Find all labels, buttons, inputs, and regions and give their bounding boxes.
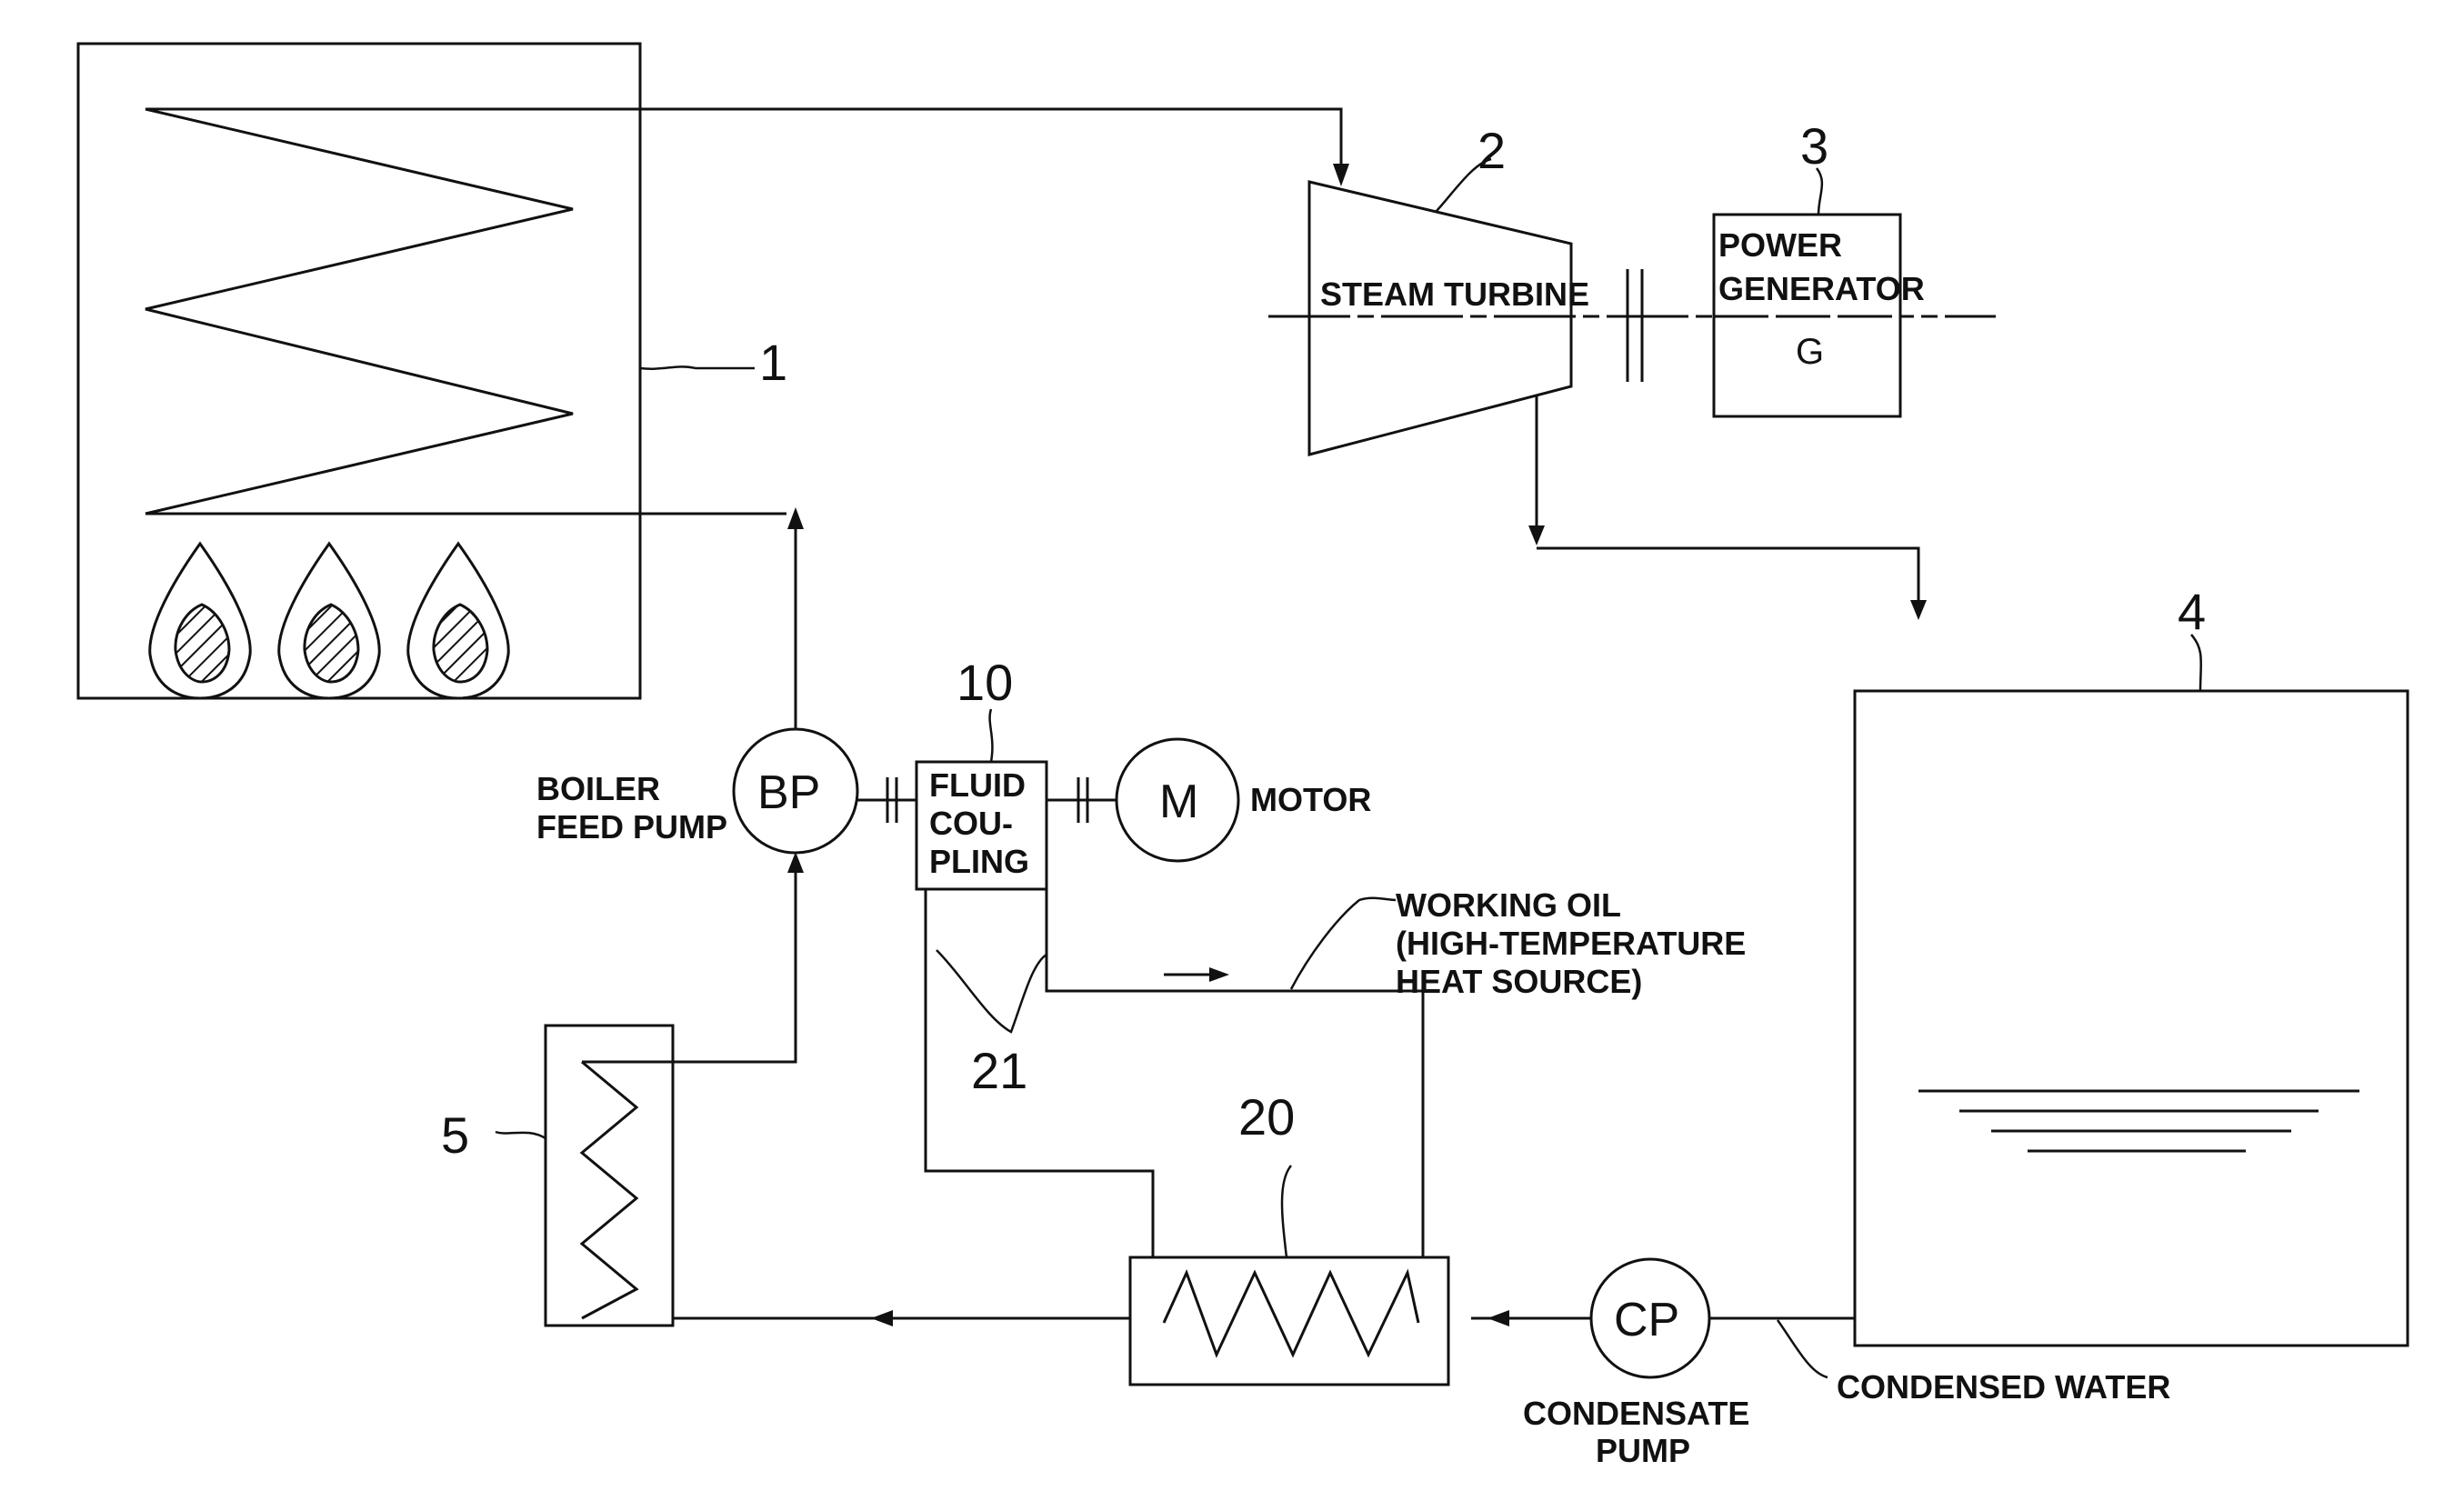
ref-number-oil-lines: 21	[971, 1042, 1027, 1099]
cp-symbol: CP	[1614, 1294, 1679, 1346]
condenser	[1855, 691, 2408, 1346]
boiler-feed-pump-label-1: BOILER	[536, 770, 660, 807]
working-oil-label-2: (HIGH-TEMPERATURE	[1396, 925, 1746, 962]
fluid-coupling-label-3: PLING	[929, 843, 1029, 880]
motor-label: MOTOR	[1250, 781, 1371, 818]
steam-turbine: STEAM TURBINE	[1309, 182, 1589, 455]
condensate-pump-label-2: PUMP	[1596, 1432, 1690, 1469]
working-oil-label-1: WORKING OIL	[1396, 886, 1621, 924]
motor-symbol: M	[1159, 776, 1198, 828]
feedwater-heater	[546, 1026, 673, 1326]
condensate-pump-label-1: CONDENSATE	[1523, 1395, 1749, 1432]
boiler	[78, 44, 786, 698]
bp-symbol: BP	[757, 766, 820, 819]
condensed-water-label: CONDENSED WATER	[1837, 1368, 2170, 1406]
ref-number-condenser: 4	[2178, 583, 2206, 640]
condensate-pump: CP	[1591, 1259, 1709, 1377]
ref-number-fluid-coupling: 10	[957, 654, 1013, 711]
ref-number-boiler: 1	[759, 334, 787, 391]
ref-number-heat-exchanger: 20	[1238, 1088, 1295, 1146]
ref-number-heater: 5	[441, 1106, 469, 1164]
boiler-feed-pump-label-2: FEED PUMP	[536, 808, 727, 846]
heat-exchanger	[1130, 1257, 1448, 1385]
ref-number-power-generator: 3	[1800, 117, 1828, 175]
steam-turbine-label: STEAM TURBINE	[1320, 275, 1589, 313]
power-generator-label-1: POWER	[1718, 226, 1842, 264]
motor: M	[1117, 739, 1238, 861]
generator-symbol: G	[1796, 332, 1824, 372]
power-generator: POWER GENERATOR G	[1714, 215, 1925, 416]
fluid-coupling-label-1: FLUID	[929, 766, 1026, 804]
fluid-coupling-label-2: COU-	[929, 805, 1013, 842]
boiler-feed-pump: BP	[734, 729, 857, 853]
fluid-coupling: FLUID COU- PLING	[916, 762, 1047, 889]
ref-number-steam-turbine: 2	[1477, 122, 1506, 179]
power-generator-label-2: GENERATOR	[1718, 270, 1925, 307]
working-oil-label-3: HEAT SOURCE)	[1396, 963, 1642, 1000]
